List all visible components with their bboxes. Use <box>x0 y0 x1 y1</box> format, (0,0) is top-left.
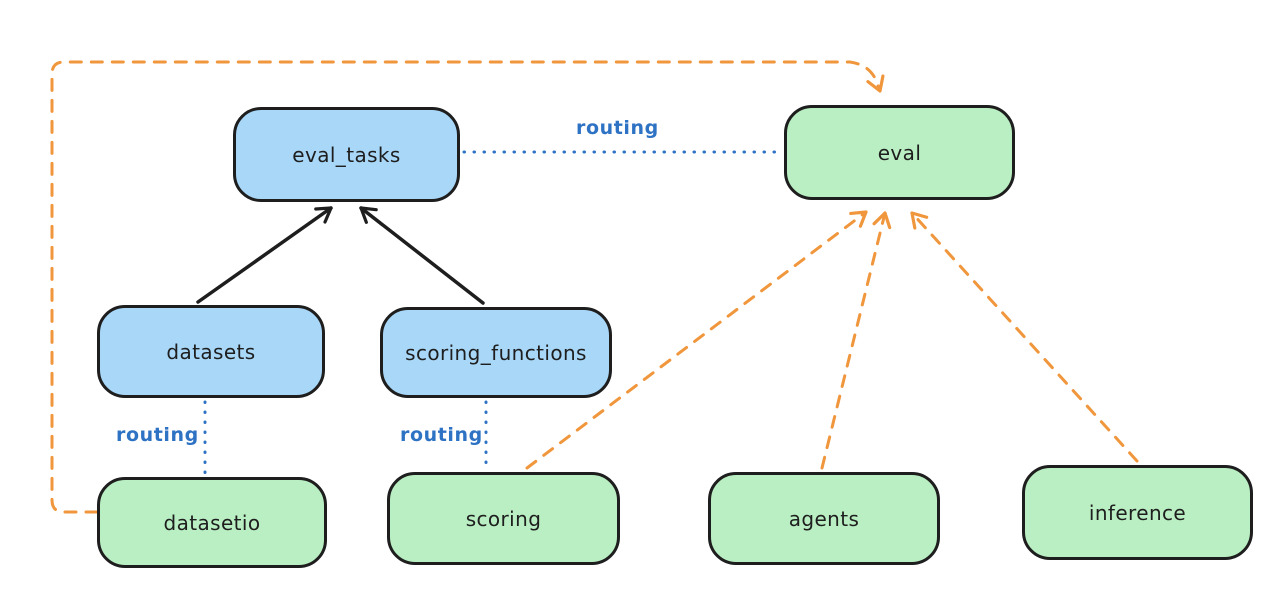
routing-label-datasets-datasetio: routing <box>116 424 199 446</box>
node-eval-tasks: eval_tasks <box>233 107 460 202</box>
node-scoring-functions: scoring_functions <box>380 307 612 398</box>
routing-label-eval-tasks-eval: routing <box>576 117 659 139</box>
edge-scoring-functions-eval-tasks <box>359 206 485 305</box>
edge-agents-eval <box>820 211 892 470</box>
node-agents: agents <box>708 472 940 565</box>
node-datasetio-label: datasetio <box>163 510 261 535</box>
node-scoring: scoring <box>387 472 620 565</box>
edge-datasets-eval-tasks <box>196 206 333 304</box>
node-datasets: datasets <box>97 305 325 398</box>
node-eval-label: eval <box>877 140 922 165</box>
node-datasetio: datasetio <box>97 477 327 568</box>
node-eval-tasks-label: eval_tasks <box>292 142 401 167</box>
edge-inference-eval <box>910 211 1139 463</box>
node-scoring-functions-label: scoring_functions <box>405 340 587 365</box>
edge-datasetio-eval <box>50 60 885 514</box>
node-scoring-label: scoring <box>465 506 542 531</box>
node-eval: eval <box>784 105 1015 200</box>
node-inference-label: inference <box>1088 500 1187 525</box>
node-agents-label: agents <box>788 506 860 531</box>
node-inference: inference <box>1022 465 1253 560</box>
routing-label-scoring-functions-scoring: routing <box>400 424 483 446</box>
edge-scoring-eval <box>525 210 868 470</box>
node-datasets-label: datasets <box>166 339 256 364</box>
